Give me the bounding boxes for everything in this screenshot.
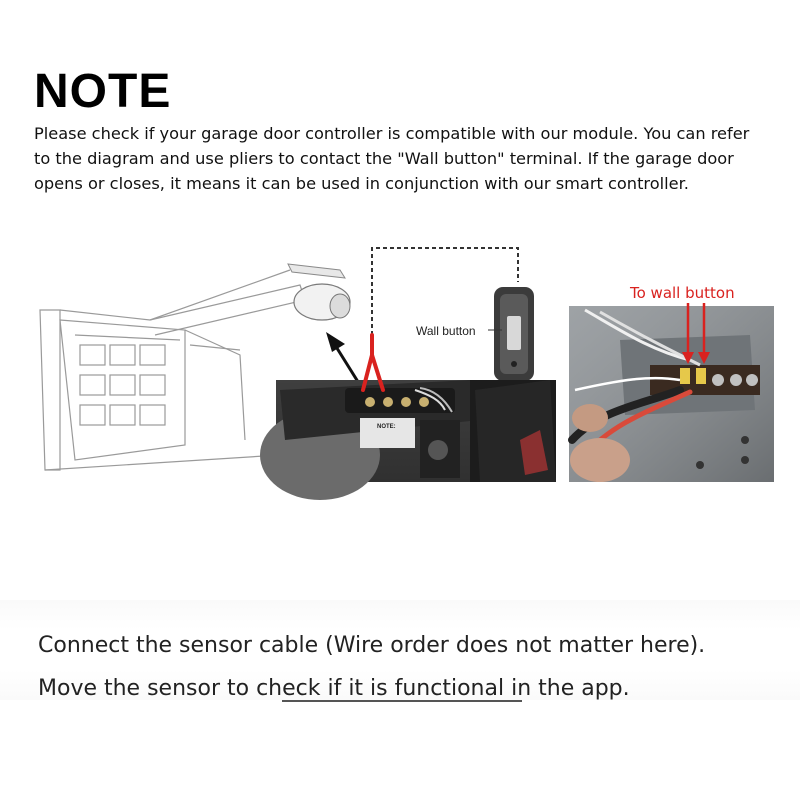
instruction-line: Connect the sensor cable (Wire order doe… xyxy=(38,633,706,658)
red-wire xyxy=(361,333,385,392)
note-line: opens or closes, it means it can be used… xyxy=(34,174,689,193)
to-wall-button-label: To wall button xyxy=(629,284,735,302)
instruction-line: Move the sensor to check if it is functi… xyxy=(38,676,630,701)
note-line: to the diagram and use pliers to contact… xyxy=(34,149,734,168)
text-underline xyxy=(282,700,522,702)
note-line: Please check if your garage door control… xyxy=(34,124,750,143)
arrow-icon xyxy=(326,332,362,386)
garage-door-drawing xyxy=(39,269,306,471)
dashed-wire xyxy=(371,247,519,335)
background-band xyxy=(0,600,800,700)
opener-unit xyxy=(287,263,351,321)
terminal-photo xyxy=(568,303,774,482)
wiring-diagram: Wall button NOTE: xyxy=(39,247,774,500)
note-paragraph: Please check if your garage door control… xyxy=(34,121,774,196)
opener-photo: NOTE: xyxy=(260,380,556,500)
wall-button-label: Wall button xyxy=(416,324,476,338)
instructions: Connect the sensor cable (Wire order doe… xyxy=(38,624,705,710)
sticker-text: NOTE: xyxy=(377,424,396,430)
wall-button-device xyxy=(488,287,534,381)
page-title: NOTE xyxy=(34,65,172,118)
